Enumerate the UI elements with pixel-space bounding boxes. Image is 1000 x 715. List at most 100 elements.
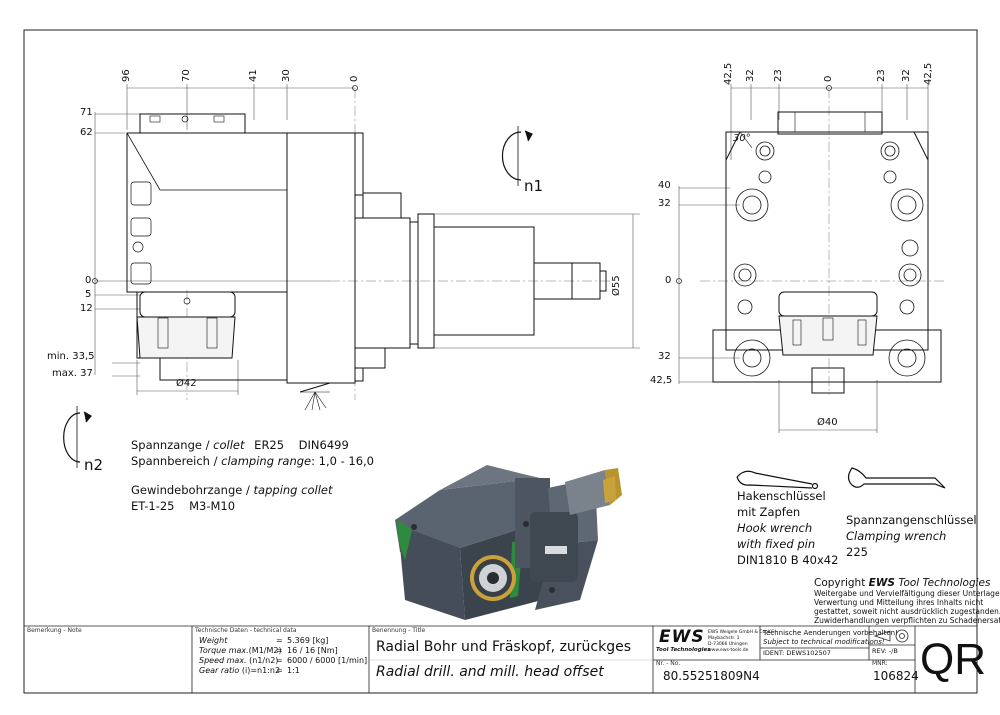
rev-label: REV: (872, 647, 887, 655)
dim-top-96: 96 (121, 69, 132, 82)
dim-diameter-55: Ø55 (611, 275, 622, 296)
rev-value: -/B (888, 647, 898, 655)
sheet-border (23, 29, 978, 694)
copyright-heading: Copyright EWS Tool Technologies (814, 577, 991, 589)
title-german: Radial Bohr und Fräskopf, zurückges (376, 639, 632, 655)
hook-wrench-icon (736, 470, 819, 490)
dim-top-0: 0 (349, 75, 360, 82)
collet-val: ER25 DIN6499 (254, 438, 349, 452)
title-block-lines (24, 625, 977, 693)
dim-top-30: 30 (281, 69, 292, 82)
rotation-n2-icon (63, 406, 92, 468)
ews-logo-sub: Tool Technologies (656, 647, 711, 653)
ident-label: IDENT: (763, 649, 785, 657)
collet-en: collet (213, 438, 245, 452)
dim-top-41: 41 (248, 69, 259, 82)
side-diameter-40: Ø40 (817, 417, 838, 428)
gear-eq: = (276, 666, 283, 675)
dim-top-70: 70 (181, 69, 192, 82)
clamping-wrench-spec: 225 (846, 545, 868, 559)
torque-row: Torque max.(M1/M2) (199, 646, 282, 655)
remark-label: Bemerkung - Note (27, 627, 82, 634)
speed-row: Speed max. (n1/n2) (199, 656, 278, 665)
weight-val: 5.369 [kg] (287, 636, 329, 645)
company-line-1: EWS Weigele GmbH & Co. KG (708, 630, 775, 635)
weight-eq: = (276, 636, 283, 645)
gear-sub: (i)=n1:n2 (241, 666, 281, 675)
speed-sub: (n1/n2) (249, 656, 279, 665)
copyright-suffix: Tool Technologies (898, 577, 991, 589)
designation-label: Benennung - Title (372, 627, 426, 634)
dim-left-5: 5 (85, 289, 92, 300)
side-dim-left-0: 0 (665, 275, 672, 286)
side-dim-top-2: 32 (745, 69, 756, 82)
dim-diameter-42: Ø42 (176, 378, 197, 389)
rotation-n1-label: n1 (524, 177, 544, 195)
clamping-wrench-icon (847, 467, 946, 489)
side-dim-top-1: 42,5 (723, 62, 734, 85)
product-render (395, 465, 622, 620)
side-dim-left-32b: 32 (658, 351, 671, 362)
rotation-n2-label: n2 (84, 456, 104, 474)
rev-row: REV: -/B (872, 647, 898, 655)
clamp-range-val: : 1,0 - 16,0 (311, 454, 374, 468)
gear-label: Gear ratio (199, 666, 240, 675)
qr-mark: QR (920, 635, 986, 684)
side-dim-top-6: 32 (901, 69, 912, 82)
number-label: Nr. - No. (656, 660, 681, 667)
projection-symbol-icon (873, 629, 909, 643)
mnr-label: MNR: (872, 660, 888, 667)
ews-logo: EWS (659, 627, 705, 647)
copyright-line-4: Zuwiderhandlungen verpflichten zu Schade… (814, 616, 1000, 625)
torque-label: Torque max. (199, 646, 249, 655)
side-dim-top-3: 23 (773, 69, 784, 82)
torque-sub: (M1/M2) (248, 646, 282, 655)
side-view (678, 84, 945, 433)
collet-note: Spannzange / collet ER25 DIN6499 (131, 438, 349, 452)
speed-eq: = (276, 656, 283, 665)
weight-label: Weight (199, 636, 228, 645)
speed-val: 6000 / 6000 [1/min] (287, 656, 368, 665)
hook-wrench-en1: Hook wrench (737, 521, 813, 535)
ident-value: DEWS102507 (786, 649, 831, 657)
copyright-line-1: Weitergabe und Vervielfältigung dieser U… (814, 589, 1000, 598)
change-note-de: Technische Aenderungen vorbehalten! (763, 629, 898, 637)
side-dim-left-40: 40 (658, 180, 671, 191)
tech-data-label: Technische Daten - technical data (195, 627, 297, 634)
tapping-val: ET-1-25 M3-M10 (131, 499, 236, 513)
dim-left-0: 0 (85, 275, 92, 286)
collet-de: Spannzange / (131, 438, 210, 452)
clamping-range-note: Spannbereich / clamping range: 1,0 - 16,… (131, 454, 374, 468)
side-dim-top-7: 42,5 (923, 62, 934, 85)
tapping-note: Gewindebohrzange / tapping collet (131, 483, 332, 497)
company-line-2: Maybachstr. 1 (708, 636, 740, 641)
copyright-prefix: Copyright (814, 577, 866, 589)
torque-eq: = (276, 646, 283, 655)
hook-wrench-en2: with fixed pin (737, 537, 816, 551)
hook-wrench-de2: mit Zapfen (737, 505, 801, 519)
side-angle: 30° (733, 133, 751, 144)
clamp-range-de: Spannbereich / (131, 454, 218, 468)
speed-label: Speed max. (199, 656, 247, 665)
copyright-line-3: gestattet, soweit nicht ausdrücklich zug… (814, 607, 1000, 616)
mnr-value: 106824 (873, 669, 919, 683)
dim-left-71: 71 (80, 107, 93, 118)
clamp-range-en: clamping range (221, 454, 312, 468)
title-english: Radial drill. and mill. head offset (376, 664, 604, 680)
side-dim-left-32a: 32 (658, 198, 671, 209)
hook-wrench-de1: Hakenschlüssel (737, 489, 826, 503)
side-dim-left-42: 42,5 (650, 375, 673, 386)
company-line-3: D-73066 Uhingen (708, 642, 748, 647)
rotation-n1-icon (501, 126, 533, 186)
dim-left-12: 12 (80, 303, 93, 314)
dim-left-max: max. 37 (52, 368, 93, 379)
clamping-wrench-en: Clamping wrench (846, 529, 947, 543)
side-dim-top-5: 23 (876, 69, 887, 82)
front-view (94, 84, 640, 411)
company-line-4: www.ews-tools.de (708, 648, 749, 653)
clamping-wrench-de: Spannzangenschlüssel (846, 513, 977, 527)
gear-row: Gear ratio (i)=n1:n2 (199, 666, 280, 675)
gear-val: 1:1 (287, 666, 300, 675)
hook-wrench-spec: DIN1810 B 40x42 (737, 553, 839, 567)
